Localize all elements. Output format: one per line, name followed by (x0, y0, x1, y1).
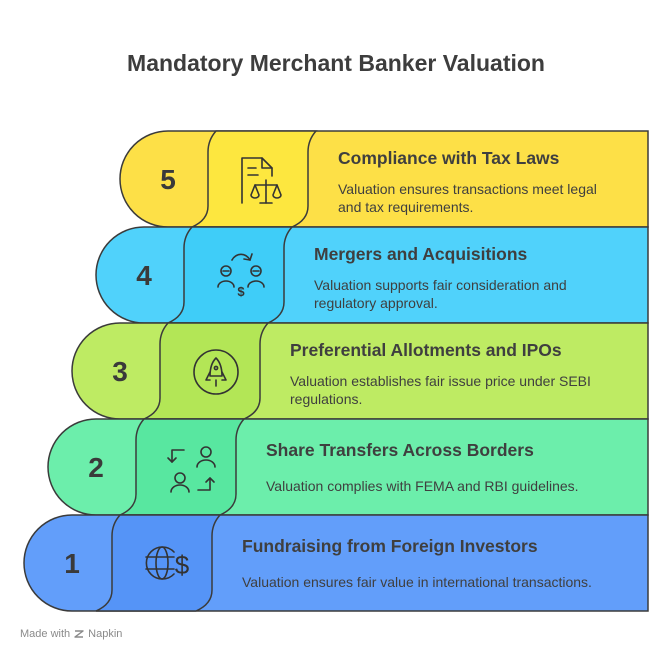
user-exchange-icon (167, 446, 216, 493)
step-3-connector (143, 322, 270, 420)
step-2-desc-1: Valuation complies with FEMA and RBI gui… (266, 478, 579, 494)
step-1-title: Fundraising from Foreign Investors (242, 536, 538, 556)
step-1: 1 $ Fundraising from Foreign Investors V… (23, 514, 649, 612)
rocket-icon (193, 349, 239, 395)
globe-dollar-icon: $ (145, 546, 190, 580)
step-3-desc-2: regulations. (290, 391, 362, 407)
step-5-connector (191, 130, 318, 228)
step-2: 2 Share Transfers Across Borders Valuati… (47, 418, 649, 516)
svg-text:$: $ (237, 284, 245, 299)
footer: Made with Napkin (20, 628, 122, 640)
step-5-number: 5 (160, 164, 176, 195)
step-4: 4 $ Mergers and Acquisitions Valuation s… (95, 226, 649, 324)
step-3-desc-1: Valuation establishes fair issue price u… (290, 373, 591, 389)
step-1-connector (95, 514, 222, 612)
page-title: Mandatory Merchant Banker Valuation (127, 50, 545, 76)
step-1-desc-1: Valuation ensures fair value in internat… (242, 574, 592, 590)
step-5-title: Compliance with Tax Laws (338, 148, 560, 168)
step-5-desc-2: and tax requirements. (338, 199, 473, 215)
step-5: 5 Compliance with Tax Laws Valuation ens… (119, 130, 649, 228)
napkin-brand-label: Napkin (88, 628, 123, 640)
step-2-connector (119, 418, 246, 516)
step-3-number: 3 (112, 356, 128, 387)
step-4-title: Mergers and Acquisitions (314, 244, 528, 264)
step-3-title: Preferential Allotments and IPOs (290, 340, 562, 360)
merger-people-icon: $ (217, 253, 265, 299)
made-with-label: Made with (20, 628, 71, 640)
document-scale-icon (241, 157, 282, 204)
step-1-number: 1 (64, 548, 80, 579)
step-4-desc-1: Valuation supports fair consideration an… (314, 277, 567, 293)
step-5-desc-1: Valuation ensures transactions meet lega… (338, 181, 597, 197)
step-2-title: Share Transfers Across Borders (266, 440, 534, 460)
napkin-logo-icon (74, 630, 84, 638)
step-2-number: 2 (88, 452, 104, 483)
step-3: 3 Preferential Allotments and IPOs Valua… (71, 322, 649, 420)
step-4-number: 4 (136, 260, 152, 291)
svg-text:$: $ (175, 550, 190, 580)
step-4-desc-2: regulatory approval. (314, 295, 438, 311)
